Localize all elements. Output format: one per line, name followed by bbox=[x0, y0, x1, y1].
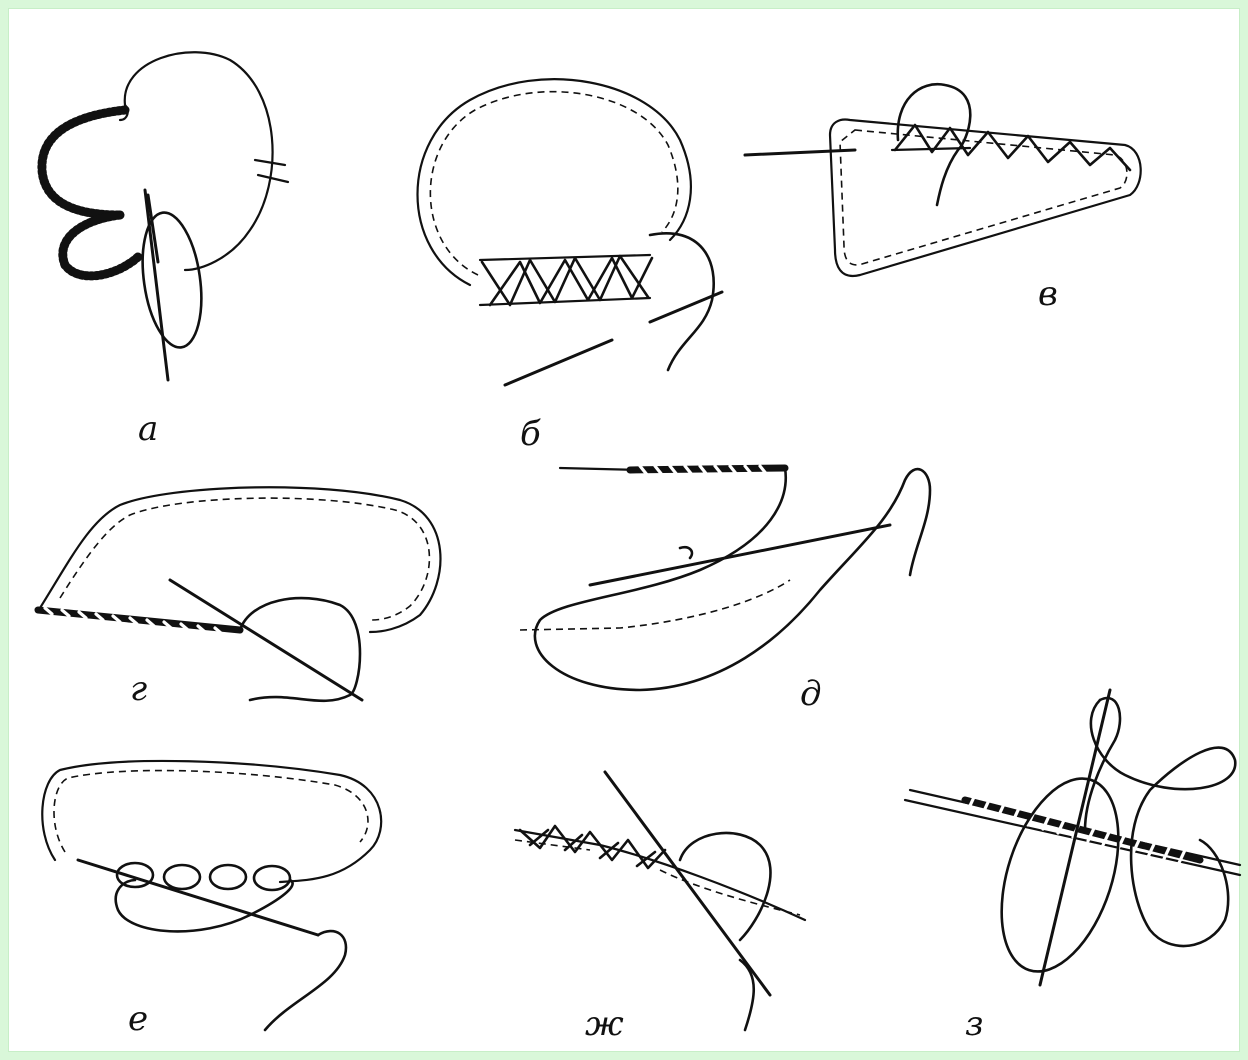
label-e: е bbox=[128, 999, 148, 1039]
panel-a-drawing bbox=[42, 52, 288, 380]
label-a: а bbox=[138, 409, 158, 449]
label-g: г bbox=[130, 669, 147, 709]
label-b: б bbox=[520, 414, 541, 454]
panel-zh-drawing bbox=[515, 772, 805, 1030]
panel-d-drawing bbox=[520, 466, 930, 690]
panel-g-drawing bbox=[38, 487, 440, 701]
label-z: з bbox=[965, 1004, 984, 1044]
panel-b-drawing bbox=[418, 79, 723, 385]
label-zh: ж bbox=[585, 1004, 624, 1044]
label-d: д bbox=[800, 674, 822, 714]
label-v: в bbox=[1038, 274, 1058, 314]
panel-z-drawing bbox=[905, 690, 1240, 986]
panel-v-drawing bbox=[745, 84, 1141, 276]
panel-e-drawing bbox=[42, 761, 381, 1030]
